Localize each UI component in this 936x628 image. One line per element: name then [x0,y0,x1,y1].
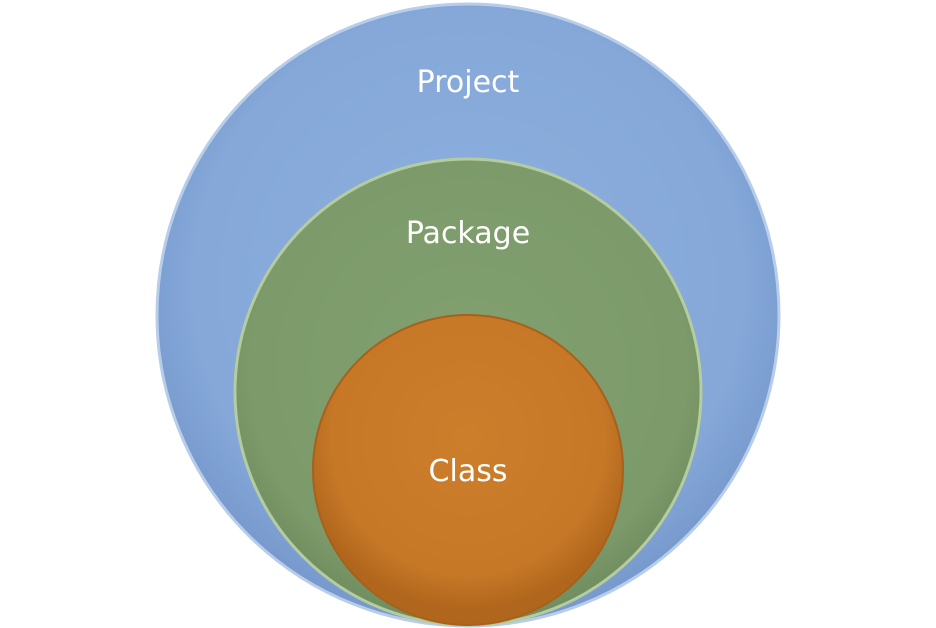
class-label: Class [429,454,508,489]
package-label: Package [406,216,530,251]
class-circle: Class [312,314,624,626]
project-label: Project [417,65,520,100]
